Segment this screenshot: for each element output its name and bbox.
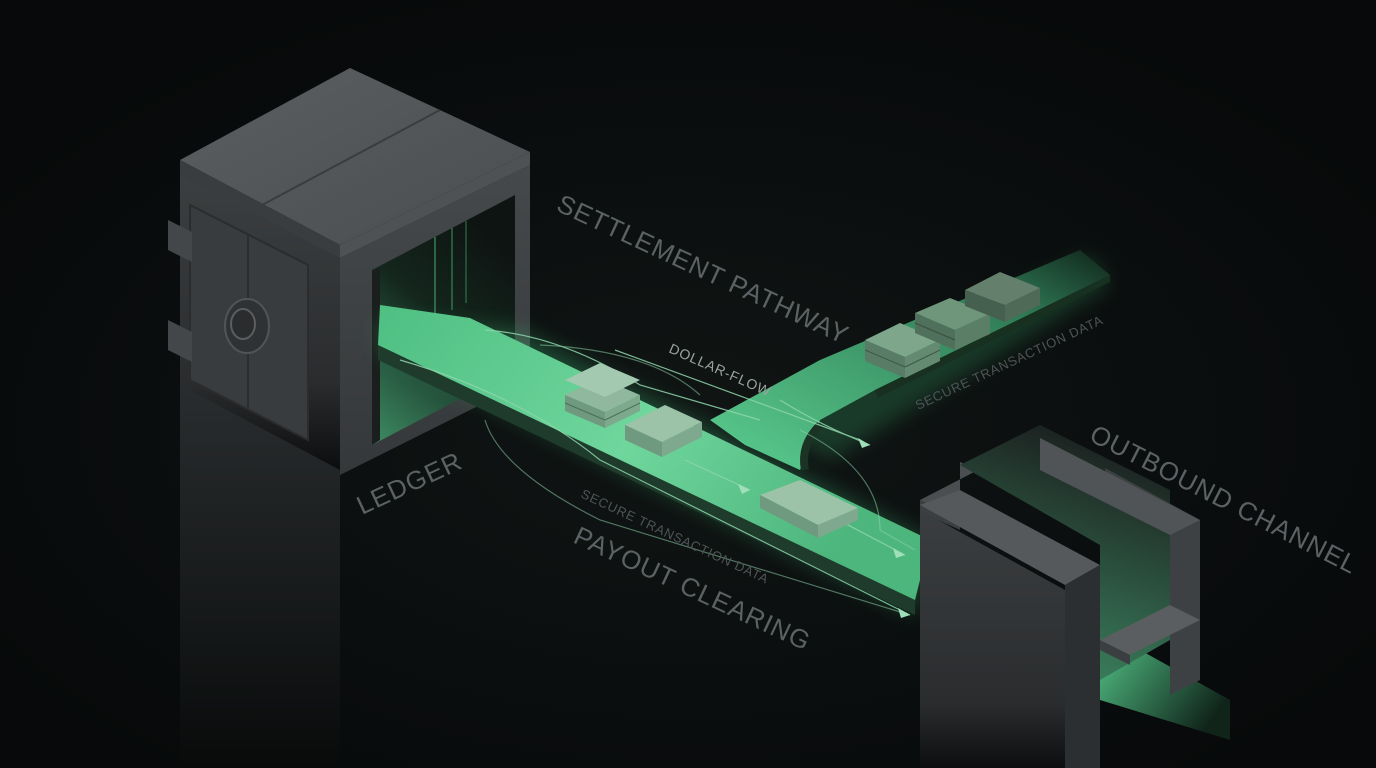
outbound-exit-belt <box>1100 650 1230 740</box>
hinge-icon <box>168 220 192 262</box>
flow-lines <box>399 329 916 616</box>
data-block-stack <box>564 363 641 428</box>
dial-icon <box>224 298 270 354</box>
arrow-icon <box>738 438 910 618</box>
data-block-stack <box>864 323 941 378</box>
vault-top <box>180 68 530 245</box>
data-block <box>965 272 1040 322</box>
data-blocks <box>564 272 1040 538</box>
hinge-icon <box>168 320 192 362</box>
data-block-stack <box>914 298 990 350</box>
outbound-portal <box>920 425 1200 768</box>
data-block <box>760 480 858 538</box>
data-block <box>625 405 702 457</box>
